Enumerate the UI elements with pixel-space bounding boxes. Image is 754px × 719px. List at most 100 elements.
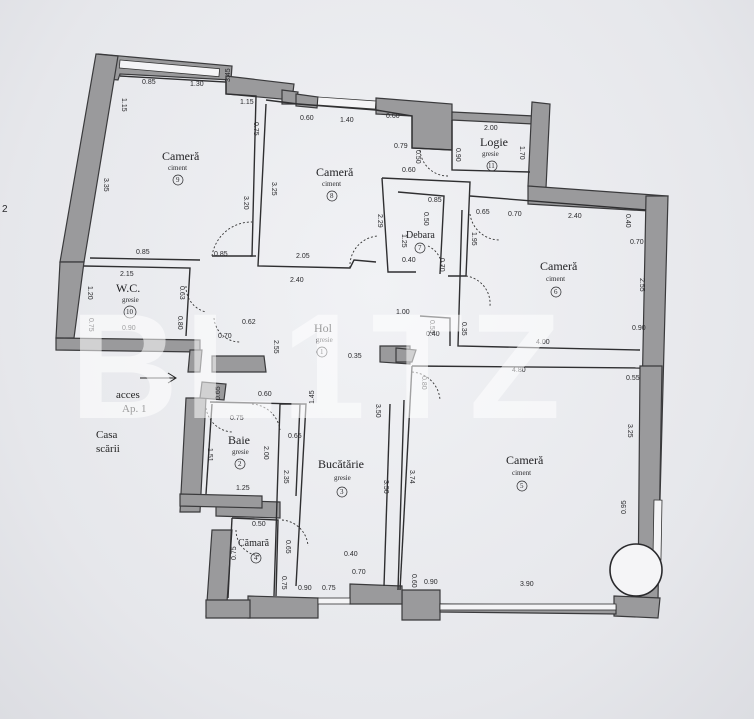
dim-label: 1.51: [206, 448, 213, 462]
arrow-right-icon: [167, 372, 177, 384]
dim-label: 0.40: [344, 551, 358, 558]
dim-label: 0.62: [242, 319, 256, 326]
watermark: BL1TZ: [70, 282, 567, 450]
svg-text:Debara: Debara: [406, 230, 435, 241]
svg-text:Hol: Hol: [314, 321, 333, 335]
dim-label: 0.65: [288, 433, 302, 440]
svg-text:4: 4: [254, 554, 258, 562]
dim-label: 0.60: [410, 574, 417, 588]
room-labels: Cameră ciment 9 Cameră ciment 8 Logie gr…: [116, 135, 578, 564]
svg-text:Cămară: Cămară: [238, 538, 270, 549]
dim-label: 0.40: [624, 214, 631, 228]
dim-label: 2.15: [120, 271, 134, 278]
apartment-label: Ap. 1: [122, 403, 146, 415]
doors: [185, 149, 501, 557]
dim-label: 0.55: [428, 320, 435, 334]
dim-label: 0.90: [632, 325, 646, 332]
dim-label: 0.90: [298, 585, 312, 592]
svg-text:5: 5: [520, 482, 524, 490]
dim-label: 0.50: [252, 521, 266, 528]
svg-text:3: 3: [340, 488, 344, 496]
svg-text:ciment: ciment: [546, 275, 565, 283]
svg-text:2: 2: [238, 460, 242, 468]
dim-label: 0.75: [231, 546, 238, 560]
stair-label: Casa scării: [96, 429, 120, 455]
svg-text:8: 8: [330, 192, 334, 200]
dim-label: 1.15: [120, 98, 127, 112]
svg-text:Cameră: Cameră: [506, 453, 544, 467]
dim-label: 3.50: [374, 404, 381, 418]
dim-label: 3.50: [382, 480, 389, 494]
room-bucatarie: Bucătărie gresie 3: [318, 457, 364, 498]
dim-label: 1.20: [86, 286, 93, 300]
dim-label: 1.30: [190, 81, 204, 88]
dimension-labels: 0.85 1.30 3.45 1.15 0.75 1.15 3.35 3.20 …: [86, 68, 646, 592]
dim-label: 0.90: [122, 325, 136, 332]
svg-text:W.C.: W.C.: [116, 281, 140, 295]
dim-label: 0.85: [136, 249, 150, 256]
dim-label: 3.74: [408, 470, 415, 484]
svg-text:scării: scării: [96, 443, 120, 455]
svg-text:Baie: Baie: [228, 433, 250, 447]
dim-label: 0.79: [394, 143, 408, 150]
dim-label: 0.75: [322, 585, 336, 592]
dim-label: 3.25: [626, 424, 633, 438]
svg-text:gresie: gresie: [482, 150, 499, 158]
dim-label: 0.65: [215, 386, 222, 400]
dim-label: 0.70: [438, 258, 445, 272]
dim-label: 0.95: [621, 500, 628, 514]
dim-label: 0.50: [422, 212, 429, 226]
svg-text:ciment: ciment: [512, 469, 531, 477]
dim-label: 0.90: [454, 148, 461, 162]
dim-label: 1.95: [470, 232, 477, 246]
dim-label: 0.85: [428, 197, 442, 204]
svg-text:ciment: ciment: [322, 180, 341, 188]
dim-label: 0.70: [352, 569, 366, 576]
room-camera-9: Cameră ciment 9: [162, 149, 200, 186]
dim-label: 3.35: [102, 178, 109, 192]
dim-label: 1.70: [518, 146, 525, 160]
dim-label: 1.45: [309, 390, 316, 404]
dim-label: 2.00: [484, 125, 498, 132]
dim-label: 2.05: [296, 253, 310, 260]
svg-text:1: 1: [320, 348, 324, 356]
svg-text:Bucătărie: Bucătărie: [318, 457, 364, 471]
svg-text:ciment: ciment: [168, 164, 187, 172]
dim-label: 0.70: [218, 333, 232, 340]
dim-label: 1.25: [236, 485, 250, 492]
svg-text:7: 7: [418, 244, 422, 252]
dim-label: 0.63: [178, 286, 185, 300]
dim-label: 0.90: [424, 579, 438, 586]
dim-label: 3.20: [242, 196, 249, 210]
dim-label: 1.00: [396, 309, 410, 316]
svg-text:11: 11: [488, 162, 495, 170]
dim-label: 2.35: [282, 470, 289, 484]
svg-text:Cameră: Cameră: [316, 165, 354, 179]
dim-label: 2.55: [638, 278, 645, 292]
dim-label: 0.70: [630, 239, 644, 246]
svg-text:9: 9: [176, 176, 180, 184]
dim-label: 0.40: [402, 257, 416, 264]
dim-label: 2.29: [376, 214, 383, 228]
dim-label: 0.60: [300, 115, 314, 122]
dim-label: 2.40: [568, 213, 582, 220]
access-label: acces: [116, 389, 140, 401]
room-camera-6: Cameră ciment 6: [540, 259, 578, 298]
dim-label: 1.40: [340, 117, 354, 124]
dim-label: 2.00: [262, 446, 269, 460]
dim-label: 3.25: [270, 182, 277, 196]
dim-label: 0.80: [420, 376, 427, 390]
dim-label: 1.25: [400, 234, 407, 248]
dim-label: 0.75: [280, 576, 287, 590]
windows: [118, 59, 663, 611]
svg-text:gresie: gresie: [334, 474, 351, 482]
room-camera-5: Cameră ciment 5: [506, 453, 544, 492]
room-baie: Baie gresie 2: [228, 433, 250, 470]
page-mark: 2: [2, 204, 8, 215]
room-camara: Cămară 4: [238, 538, 270, 564]
dim-label: 0.60: [386, 113, 400, 120]
dim-label: 0.75: [230, 415, 244, 422]
dim-label: 3.90: [520, 581, 534, 588]
dim-label: 4.00: [536, 339, 550, 346]
